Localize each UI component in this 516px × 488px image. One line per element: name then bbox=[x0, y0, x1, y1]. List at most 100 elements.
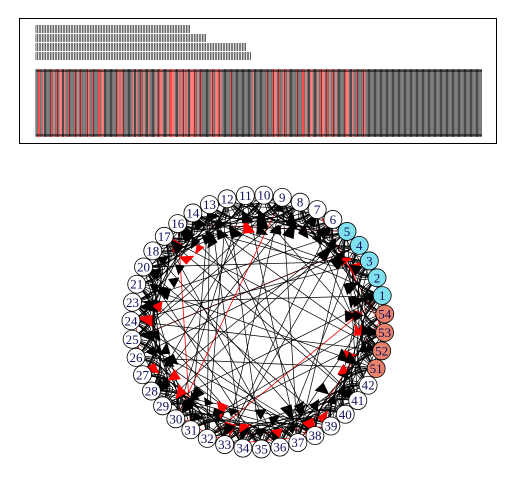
node-label: 7 bbox=[314, 202, 321, 217]
node-label: 17 bbox=[158, 229, 172, 244]
graph-node-51: 51 bbox=[366, 359, 386, 378]
edge-arrowhead bbox=[142, 362, 160, 374]
edge-arrowhead bbox=[168, 277, 180, 289]
edge bbox=[226, 198, 262, 450]
node-label: 2 bbox=[374, 270, 381, 285]
node-circle bbox=[375, 323, 394, 342]
edge-arrowhead bbox=[333, 250, 345, 267]
node-label: 37 bbox=[291, 435, 305, 450]
node-circle bbox=[123, 292, 142, 312]
edge-arrowhead bbox=[297, 222, 309, 239]
edge bbox=[177, 223, 359, 401]
edge-arrowhead bbox=[314, 382, 330, 395]
node-label: 6 bbox=[330, 212, 337, 227]
edge-arrowhead bbox=[216, 227, 229, 241]
node-label: 1 bbox=[379, 288, 386, 303]
node-label: 27 bbox=[136, 367, 150, 382]
edge bbox=[281, 197, 360, 247]
edge-arrowhead bbox=[168, 237, 185, 256]
edge bbox=[206, 295, 383, 439]
node-label: 10 bbox=[257, 188, 270, 203]
edge-arrowhead bbox=[156, 288, 171, 301]
node-circle bbox=[367, 268, 387, 288]
graph-node-18: 18 bbox=[143, 241, 163, 261]
node-circle bbox=[127, 274, 147, 294]
node-circle bbox=[200, 195, 219, 215]
graph-node-7: 7 bbox=[307, 200, 327, 220]
edge-arrowhead bbox=[138, 299, 155, 312]
graph-node-28: 28 bbox=[142, 381, 161, 401]
edge bbox=[224, 219, 334, 445]
edge bbox=[356, 295, 383, 386]
edge-arrowhead bbox=[280, 404, 295, 423]
edge-arrowhead bbox=[228, 407, 241, 416]
edge-arrowhead bbox=[159, 342, 171, 355]
edge-arrowhead bbox=[269, 224, 282, 235]
node-label: 13 bbox=[203, 197, 216, 212]
edge bbox=[314, 368, 377, 436]
node-circle bbox=[290, 192, 310, 212]
node-label: 11 bbox=[239, 188, 252, 203]
node-circle bbox=[288, 433, 308, 452]
edge-arrowhead bbox=[285, 212, 298, 229]
edge bbox=[343, 231, 385, 315]
graph-node-54: 54 bbox=[375, 304, 395, 324]
edge bbox=[131, 201, 301, 340]
edge bbox=[162, 231, 348, 407]
edge bbox=[357, 260, 382, 352]
graph-node-21: 21 bbox=[127, 274, 147, 294]
node-label: 36 bbox=[273, 440, 287, 455]
graph-node-26: 26 bbox=[126, 348, 146, 367]
edge-arrowhead bbox=[180, 399, 194, 414]
edge-arrowhead bbox=[175, 383, 187, 400]
edge-arrowhead bbox=[359, 340, 371, 353]
node-label: 42 bbox=[362, 378, 375, 393]
node-circle bbox=[217, 189, 237, 209]
edge bbox=[132, 301, 162, 392]
graph-node-17: 17 bbox=[154, 226, 174, 246]
edge bbox=[135, 266, 159, 358]
edge-arrowhead bbox=[195, 244, 205, 255]
graph-node-27: 27 bbox=[133, 365, 152, 385]
node-label: 31 bbox=[184, 422, 197, 437]
edge bbox=[224, 421, 316, 445]
edge-arrowhead bbox=[353, 309, 364, 322]
edge bbox=[330, 350, 382, 427]
node-label: 41 bbox=[351, 393, 364, 408]
edge bbox=[226, 198, 318, 223]
edge bbox=[206, 422, 299, 443]
node-label: 9 bbox=[279, 190, 286, 205]
edge-arrowhead bbox=[149, 283, 159, 297]
graph-node-2: 2 bbox=[367, 268, 387, 288]
edge bbox=[135, 245, 360, 358]
edge bbox=[192, 197, 283, 224]
graph-node-33: 33 bbox=[215, 435, 235, 454]
node-circle bbox=[323, 210, 343, 229]
edge-arrowhead bbox=[159, 375, 171, 392]
edge-arrowhead bbox=[309, 398, 320, 412]
edge bbox=[297, 384, 369, 443]
edge bbox=[135, 357, 192, 430]
edge bbox=[261, 410, 346, 450]
graph-node-6: 6 bbox=[323, 210, 343, 229]
node-label: 26 bbox=[130, 350, 144, 365]
node-circle bbox=[122, 329, 142, 349]
edge-arrowhead bbox=[212, 407, 226, 418]
node-label: 5 bbox=[344, 224, 351, 239]
edge bbox=[299, 202, 377, 369]
edge-arrowhead bbox=[268, 415, 281, 427]
graph-node-12: 12 bbox=[217, 189, 237, 209]
node-layer: 1234567891011121314161718202123242526272… bbox=[121, 185, 395, 459]
edge-arrowhead bbox=[282, 222, 294, 240]
edge bbox=[281, 197, 299, 443]
node-circle bbox=[235, 186, 255, 206]
edge-arrowhead bbox=[239, 423, 252, 434]
edge-arrowhead bbox=[350, 264, 364, 276]
edge bbox=[143, 266, 262, 450]
node-circle bbox=[335, 404, 355, 424]
graph-node-23: 23 bbox=[123, 292, 142, 312]
node-label: 33 bbox=[218, 437, 231, 452]
node-circle bbox=[142, 381, 161, 401]
graph-node-52: 52 bbox=[372, 341, 392, 361]
